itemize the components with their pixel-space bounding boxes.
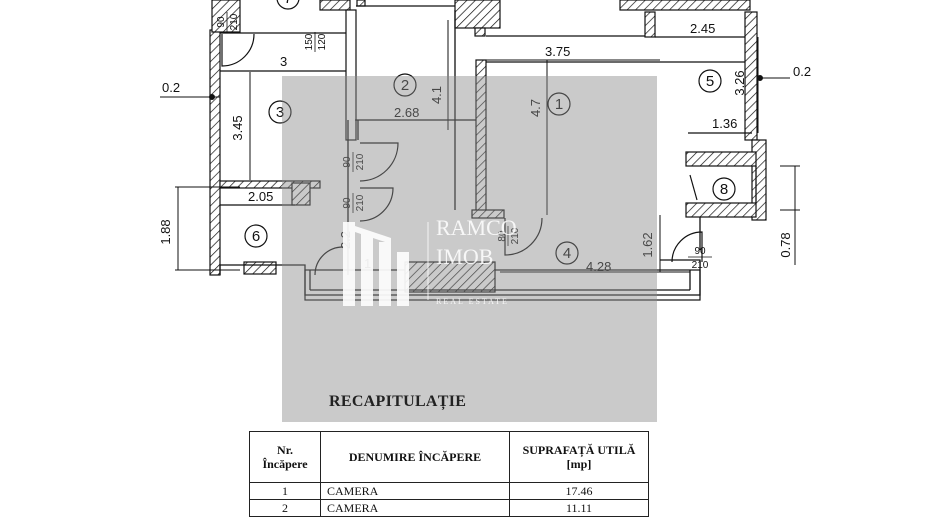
room-marker-6: 6	[244, 224, 268, 248]
header-name: DENUMIRE ÎNCĂPERE	[320, 431, 510, 483]
room-marker-5: 5	[698, 69, 722, 93]
dim-room5-lower: 1.36	[712, 116, 737, 131]
row-nr: 2	[249, 499, 321, 517]
svg-text:4: 4	[563, 245, 571, 262]
door-label-1: 90 210	[216, 12, 240, 32]
svg-text:210: 210	[510, 227, 521, 244]
svg-text:5: 5	[706, 73, 714, 90]
dimension-lines	[160, 20, 800, 273]
watermark-brand-line1: RAMCO	[436, 215, 517, 240]
svg-text:2: 2	[401, 77, 409, 94]
dim-wall-left: 0.2	[162, 80, 180, 95]
dim-room2-width: 2.68	[394, 105, 419, 120]
dim-room5-height: 3.26	[732, 70, 747, 95]
dim-room6-height: 1.88	[158, 219, 173, 244]
door-label-6: 90 210	[688, 246, 712, 271]
room-marker-3: 3	[268, 100, 292, 124]
recap-table: Nr. Încăpere DENUMIRE ÎNCĂPERE SUPRAFAȚĂ…	[249, 431, 649, 517]
svg-text:210: 210	[355, 194, 366, 211]
dim-room2-height: 4.1	[429, 86, 444, 104]
watermark-brand-line2: IMOB	[436, 244, 493, 269]
row-name: CAMERA	[320, 482, 510, 500]
svg-text:6: 6	[252, 228, 260, 245]
watermark-logo-icon	[343, 222, 409, 306]
svg-text:90: 90	[342, 197, 353, 209]
dim-hall-width: 2.05	[248, 189, 273, 204]
svg-text:1: 1	[555, 96, 563, 113]
dim-room3-height: 3.45	[230, 115, 245, 140]
door-label-3: 90 210	[342, 152, 366, 172]
svg-text:210: 210	[355, 153, 366, 170]
door-labels: 90 210 150 120 90 210 90 210 80 210 90 2…	[216, 12, 712, 271]
row-nr: 1	[249, 482, 321, 500]
watermark: RAMCO IMOB REAL ESTATE	[282, 76, 657, 422]
door-label-4: 90 210	[342, 193, 366, 213]
door-label-5: 80 210	[497, 226, 521, 246]
svg-text:90: 90	[342, 156, 353, 168]
table-row: 2 CAMERA 11.11	[249, 499, 649, 517]
row-area: 17.46	[509, 482, 649, 500]
room-marker-2: 2	[393, 73, 417, 97]
svg-text:7: 7	[284, 0, 292, 7]
svg-text:120: 120	[317, 33, 328, 50]
svg-text:150: 150	[304, 33, 315, 50]
dim-room4-height: 1.62	[640, 232, 655, 257]
room-marker-8: 8	[712, 177, 736, 201]
svg-text:80: 80	[497, 230, 508, 242]
room-marker-4: 4	[555, 241, 579, 265]
dim-room1-height: 4.7	[528, 99, 543, 117]
dim-room5-width: 2.45	[690, 21, 715, 36]
recap-title: RECAPITULAȚIE	[329, 393, 467, 410]
table-row: 1 CAMERA 17.46	[249, 482, 649, 500]
door-swings	[221, 33, 703, 276]
dim-right-lower: 0.78	[778, 232, 793, 257]
svg-text:210: 210	[229, 13, 240, 30]
room-marker-7: 7	[276, 0, 300, 10]
header-nr: Nr. Încăpere	[249, 431, 321, 483]
svg-text:210: 210	[692, 260, 709, 271]
svg-text:90: 90	[694, 246, 706, 257]
svg-text:90: 90	[216, 16, 227, 28]
dim-room1-width: 3.75	[545, 44, 570, 59]
svg-text:3: 3	[276, 104, 284, 121]
room-marker-1: 1	[547, 92, 571, 116]
watermark-brand-line3: REAL ESTATE	[436, 297, 509, 306]
dim-room3-width: 3	[280, 54, 287, 69]
svg-text:8: 8	[720, 181, 728, 198]
dim-wall-right: 0.2	[793, 64, 811, 79]
row-name: CAMERA	[320, 499, 510, 517]
header-area: SUPRAFAȚĂ UTILĂ [mp]	[509, 431, 649, 483]
room-markers: 1 2 3 4 5 6 7 8	[244, 0, 736, 265]
door-label-2: 150 120	[304, 32, 328, 52]
recap-header-row: Nr. Încăpere DENUMIRE ÎNCĂPERE SUPRAFAȚĂ…	[249, 431, 649, 483]
row-area: 11.11	[509, 499, 649, 517]
dim-room4-width: 4.28	[586, 259, 611, 274]
